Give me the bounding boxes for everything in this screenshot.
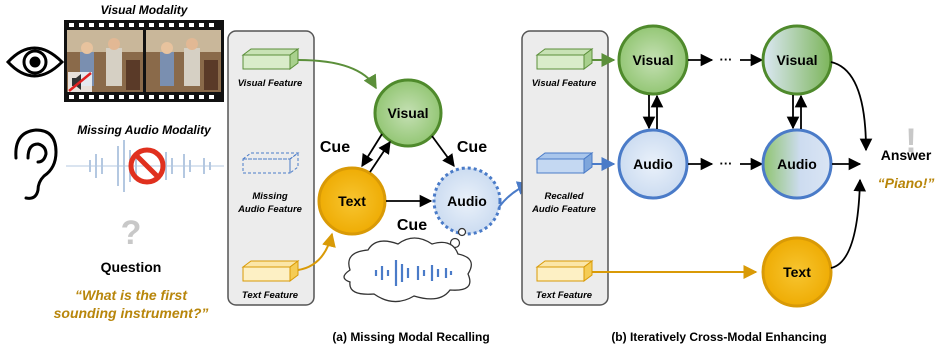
- video-frames: [64, 20, 224, 102]
- mute-icon: [68, 72, 92, 92]
- node-text-b-label: Text: [783, 264, 811, 280]
- eye-icon: [5, 46, 65, 78]
- text-feature-box-b: [535, 260, 594, 282]
- text-feature-label-a: Text Feature: [242, 290, 299, 301]
- arrow-visual-to-answer: [830, 61, 873, 152]
- arrow-visual-feature-to-node: [297, 59, 377, 90]
- caption-b: (b) Iteratively Cross-Modal Enhancing: [611, 330, 826, 344]
- node-visual-a: [373, 78, 443, 148]
- question-label: Question: [101, 259, 162, 275]
- missing-audio-label-2: Audio Feature: [237, 204, 303, 215]
- svg-text:!: !: [905, 122, 916, 160]
- node-audio-a: [432, 166, 502, 236]
- missing-audio-feature-box: [241, 152, 300, 174]
- node-audio-b1: [617, 128, 689, 200]
- arrow-visual-to-audio: [431, 135, 455, 168]
- node-text-a: [317, 166, 387, 236]
- ellipsis-visual: ···: [720, 52, 733, 67]
- node-visual-a-label: Visual: [388, 105, 429, 121]
- arrow-text-to-answer: [830, 178, 867, 269]
- no-sign-icon: [128, 147, 166, 185]
- answer-text: “Piano!”: [878, 175, 935, 191]
- ellipsis-audio: ···: [720, 156, 733, 171]
- node-visual-b1-label: Visual: [633, 52, 674, 68]
- node-audio-b2: [761, 128, 833, 200]
- node-text-a-label: Text: [338, 193, 366, 209]
- question-mark-icon: ?: [121, 214, 142, 252]
- missing-audio-title: Missing Audio Modality: [77, 123, 212, 137]
- recalled-audio-label-2: Audio Feature: [531, 204, 597, 215]
- recalled-audio-feature-box: [535, 152, 594, 174]
- missing-audio-label-1: Missing: [252, 191, 288, 202]
- visual-modality-title: Visual Modality: [101, 3, 189, 17]
- node-audio-b2-label: Audio: [777, 156, 817, 172]
- node-visual-b2: [761, 24, 833, 96]
- exclamation-icon: !: [905, 122, 916, 160]
- node-visual-b1: [617, 24, 689, 96]
- text-feature-box-a: [241, 260, 300, 282]
- arrow-visual-to-text: [361, 133, 383, 168]
- question-line-1: “What is the first: [75, 287, 188, 303]
- visual-feature-label-b: Visual Feature: [532, 78, 597, 89]
- cue-label-2: Cue: [457, 139, 487, 156]
- arrow-text-to-visual: [369, 140, 391, 173]
- visual-feature-label-a: Visual Feature: [238, 78, 303, 89]
- node-visual-b2-label: Visual: [777, 52, 818, 68]
- visual-feature-box-a: [241, 48, 300, 70]
- svg-text:?: ?: [121, 214, 142, 252]
- feature-panel-a: [227, 30, 315, 306]
- recalled-audio-label-1: Recalled: [544, 191, 583, 202]
- arrow-text-feature-to-node: [297, 232, 336, 271]
- ear-icon: [14, 128, 58, 200]
- thought-cloud-icon: [343, 227, 472, 303]
- node-audio-b1-label: Audio: [633, 156, 673, 172]
- node-text-b: [761, 236, 833, 308]
- caption-a: (a) Missing Modal Recalling: [332, 330, 489, 344]
- text-feature-label-b: Text Feature: [536, 290, 593, 301]
- question-line-2: sounding instrument?”: [54, 305, 209, 321]
- visual-feature-box-b: [535, 48, 594, 70]
- cue-label-1: Cue: [320, 139, 350, 156]
- answer-label: Answer: [881, 147, 932, 163]
- node-audio-a-label: Audio: [447, 193, 487, 209]
- cue-label-3: Cue: [397, 217, 427, 234]
- waveform-icon: [66, 140, 224, 192]
